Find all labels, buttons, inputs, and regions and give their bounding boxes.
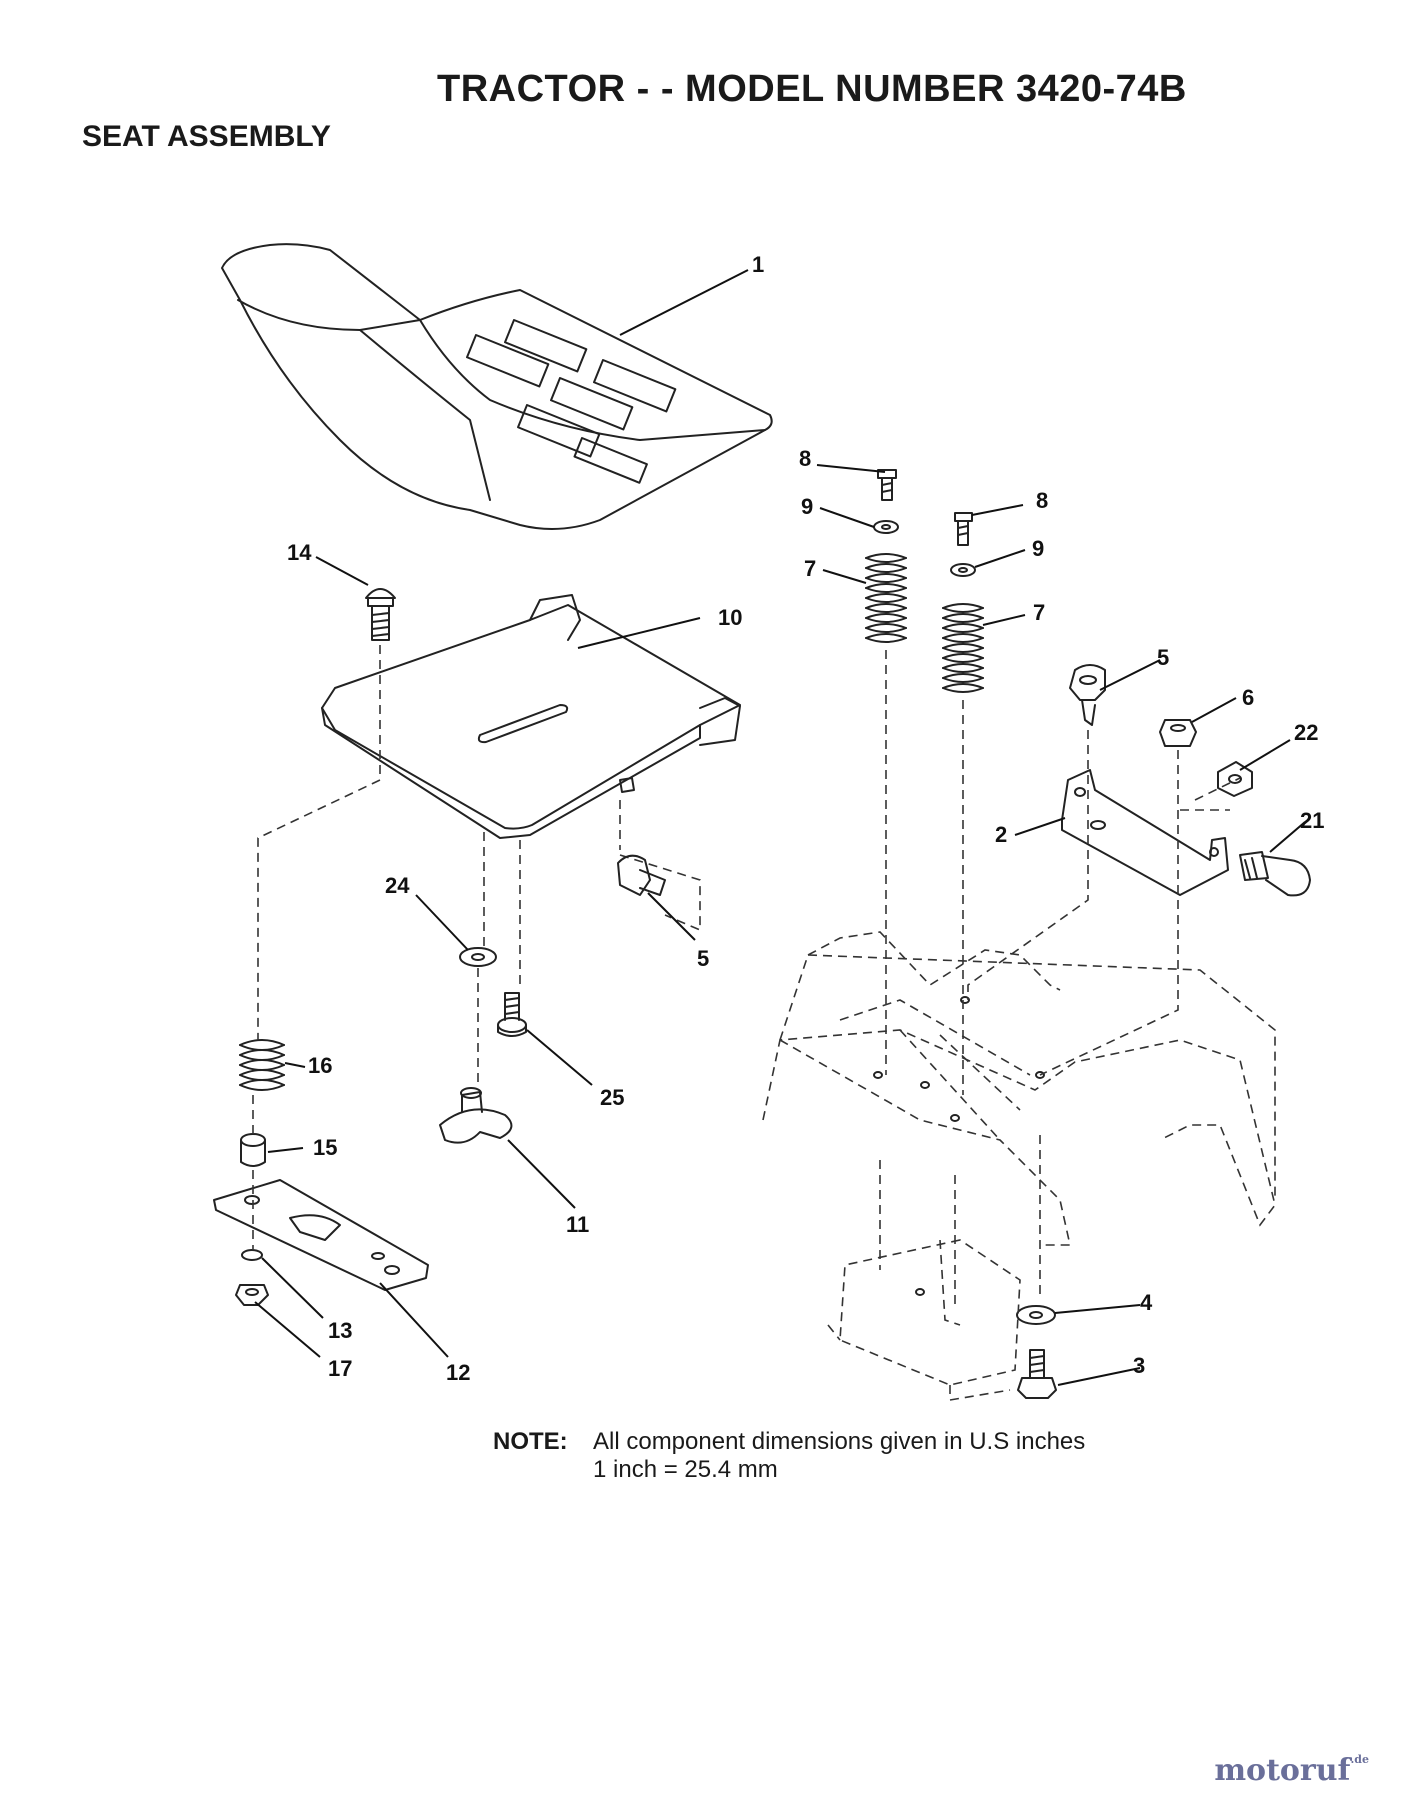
callout-11: 11 <box>566 1212 589 1237</box>
flat-washer-24-part <box>459 947 497 967</box>
callout-5-left: 5 <box>697 946 709 971</box>
watermark-suffix: .de <box>1350 1753 1369 1766</box>
callout-13: 13 <box>328 1318 352 1343</box>
shoulder-bolt-part <box>497 992 527 1037</box>
hex-bolt-3-part <box>1017 1349 1057 1399</box>
seat-spring-7-left-part <box>865 553 907 643</box>
callout-7-right: 7 <box>1033 600 1045 625</box>
washer-9-left-part <box>873 520 899 534</box>
callout-25: 25 <box>600 1085 624 1110</box>
callout-9-left: 9 <box>801 494 813 519</box>
seat-switch-right-part <box>1069 664 1106 726</box>
callout-1: 1 <box>752 252 764 277</box>
seat-spring-7-right-part <box>942 603 984 693</box>
hex-bolt-8-right-part <box>954 512 973 546</box>
callout-10: 10 <box>718 605 742 630</box>
callout-5-right: 5 <box>1157 645 1169 670</box>
callout-7-left: 7 <box>804 556 816 581</box>
shoulder-bolt-21-part <box>1239 851 1311 897</box>
seat-plate-part <box>213 1179 429 1291</box>
callout-9-right: 9 <box>1032 536 1044 561</box>
dimension-note: NOTE: All component dimensions given in U… <box>493 1428 1085 1484</box>
callout-8-right: 8 <box>1036 488 1048 513</box>
note-line-2: 1 inch = 25.4 mm <box>593 1456 778 1483</box>
compression-spring-16-part <box>239 1039 285 1091</box>
seat-knob-part <box>439 1087 513 1144</box>
callout-6: 6 <box>1242 685 1254 710</box>
watermark-logo: motoruf.de <box>1214 1753 1369 1788</box>
frame-mounting-holes <box>873 996 1045 1296</box>
callout-4: 4 <box>1140 1290 1153 1315</box>
leader-lines <box>254 269 1306 1386</box>
seat-part <box>221 243 773 530</box>
callout-3: 3 <box>1133 1353 1145 1378</box>
note-label: NOTE: <box>493 1428 568 1455</box>
section-title: SEAT ASSEMBLY <box>82 120 331 153</box>
flat-washer-4-part <box>1016 1305 1056 1325</box>
callout-12: 12 <box>446 1360 470 1385</box>
page-title: TRACTOR - - MODEL NUMBER 3420-74B <box>437 68 1187 110</box>
callout-24: 24 <box>385 873 410 898</box>
seat-switch-left-part <box>617 854 701 932</box>
callout-21: 21 <box>1300 808 1324 833</box>
note-line-1: All component dimensions given in U.S in… <box>593 1428 1086 1455</box>
hex-bolt-8-left-part <box>877 469 897 501</box>
hex-nut-22-part <box>1217 761 1253 797</box>
callout-labels: 1 10 14 8 9 7 8 9 7 5 6 22 21 2 4 3 24 5… <box>287 252 1324 1385</box>
pivot-bracket-part <box>1061 769 1229 896</box>
carriage-bolt-part <box>365 588 396 641</box>
callout-14: 14 <box>287 540 312 565</box>
spacer-part <box>240 1133 266 1167</box>
watermark-brand: motoruf <box>1214 1753 1351 1788</box>
callout-2: 2 <box>995 822 1007 847</box>
hex-nut-6-part <box>1159 719 1197 747</box>
callout-22: 22 <box>1294 720 1318 745</box>
callout-8-left: 8 <box>799 446 811 471</box>
washer-9-right-part <box>950 563 976 577</box>
assembly-lines <box>252 645 1241 1308</box>
callout-17: 17 <box>328 1356 352 1381</box>
callout-15: 15 <box>313 1135 337 1160</box>
callout-16: 16 <box>308 1053 332 1078</box>
tractor-frame-part <box>762 931 1276 1401</box>
seat-pan-part <box>321 594 741 839</box>
